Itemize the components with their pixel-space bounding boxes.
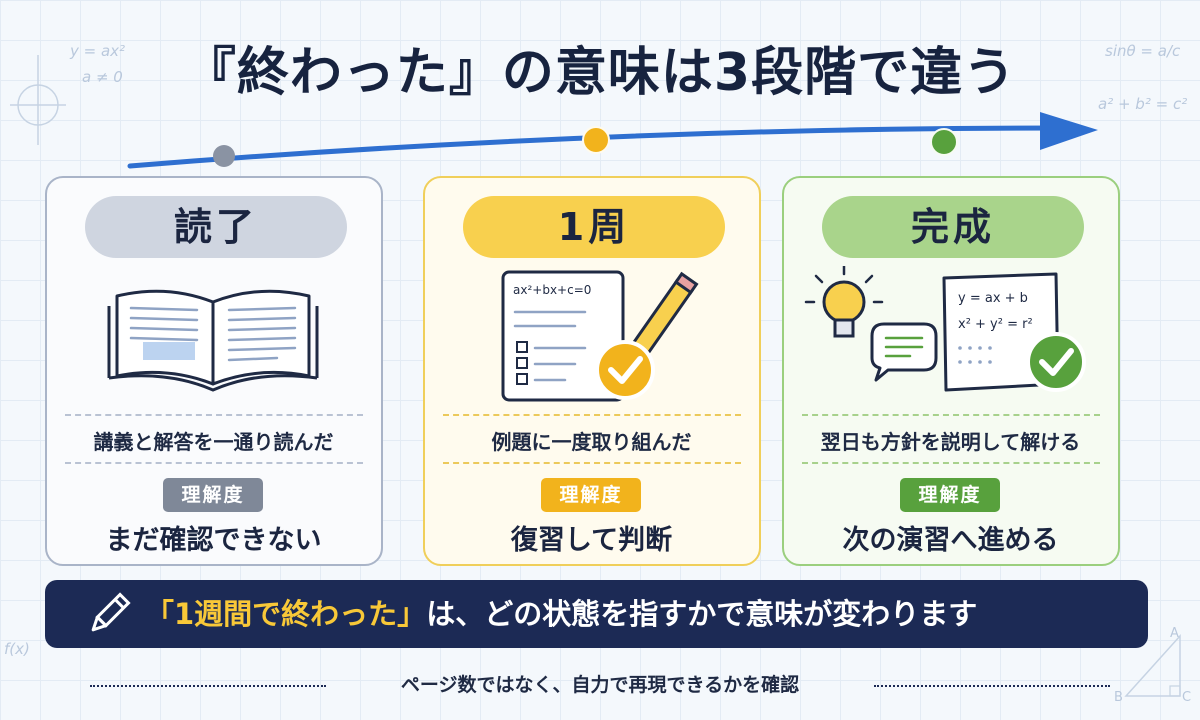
stage-dot-2 — [582, 126, 610, 154]
deco-axes-icon — [10, 55, 66, 145]
divider — [65, 414, 363, 416]
understanding-badge: 理解度 — [163, 478, 263, 512]
deco-formula-left-1: y = ax² — [70, 42, 126, 60]
banner-text: 「1週間で終わった」は、どの状態を指すかで意味が変わります — [145, 580, 1135, 648]
formula-line-1: y = ax + b — [958, 291, 1028, 306]
stage-card-read: 読了 講義と解答を一通り読んだ 理解度 まだ確認できない — [45, 176, 383, 566]
pencil-icon — [91, 592, 131, 632]
divider — [443, 414, 741, 416]
stage-dot-3 — [930, 128, 958, 156]
lightbulb-explain-icon: y = ax + b x² + y² = r² — [804, 266, 1086, 392]
divider — [802, 414, 1100, 416]
stage-description: 翌日も方針を説明して解ける — [820, 430, 1081, 454]
footer-note: ページ数ではなく、自力で再現できるかを確認 — [400, 674, 800, 696]
footer-line-right — [874, 685, 1110, 687]
understanding-badge: 理解度 — [900, 478, 1000, 512]
page-title: 『終わった』の意味は3段階で違う — [183, 43, 1017, 103]
stage-card-first-pass: 1周 ax²+bx+c=0 例題に一度取り組んだ 理解度 復習して判断 — [423, 176, 761, 566]
deco-formula-left-2: a ≠ 0 — [82, 68, 123, 86]
stage-description: 例題に一度取り組んだ — [491, 430, 692, 454]
deco-formula-right-2: a² + b² = c² — [1098, 95, 1188, 113]
stage-label: 完成 — [822, 196, 1084, 258]
worksheet-formula: ax²+bx+c=0 — [513, 283, 591, 297]
stage-label: 読了 — [85, 196, 347, 258]
stage-description: 講義と解答を一通り読んだ — [93, 430, 334, 454]
deco-triangle-a: A — [1170, 626, 1179, 641]
understanding-badge: 理解度 — [541, 478, 641, 512]
worksheet-check-icon: ax²+bx+c=0 — [501, 270, 699, 402]
understanding-level: 復習して判断 — [510, 525, 673, 556]
open-book-icon — [107, 289, 319, 392]
divider — [65, 462, 363, 464]
divider — [443, 462, 741, 464]
understanding-level: まだ確認できない — [105, 525, 322, 556]
deco-triangle-b: B — [1114, 690, 1123, 705]
stage-card-complete: 完成 y = ax + b x² + y² = r² 翌日も方針を説明して解ける… — [782, 176, 1120, 566]
understanding-level: 次の演習へ進める — [842, 525, 1059, 556]
progress-arrow — [127, 112, 1098, 169]
banner-rest: は、どの状態を指すかで意味が変わります — [426, 597, 978, 631]
divider — [802, 462, 1100, 464]
deco-triangle-icon — [1124, 634, 1181, 697]
footer: ページ数ではなく、自力で再現できるかを確認 — [0, 670, 1200, 700]
formula-line-2: x² + y² = r² — [958, 317, 1033, 332]
summary-banner: 「1週間で終わった」は、どの状態を指すかで意味が変わります — [45, 580, 1148, 648]
deco-fx: f(x) — [4, 640, 30, 658]
banner-highlight: 「1週間で終わった」 — [145, 597, 427, 631]
footer-line-left — [90, 685, 326, 687]
stage-label: 1周 — [463, 196, 725, 258]
deco-triangle-c: C — [1182, 690, 1192, 705]
deco-formula-right-1: sinθ = a/c — [1105, 42, 1181, 60]
stage-dot-1 — [213, 145, 235, 167]
